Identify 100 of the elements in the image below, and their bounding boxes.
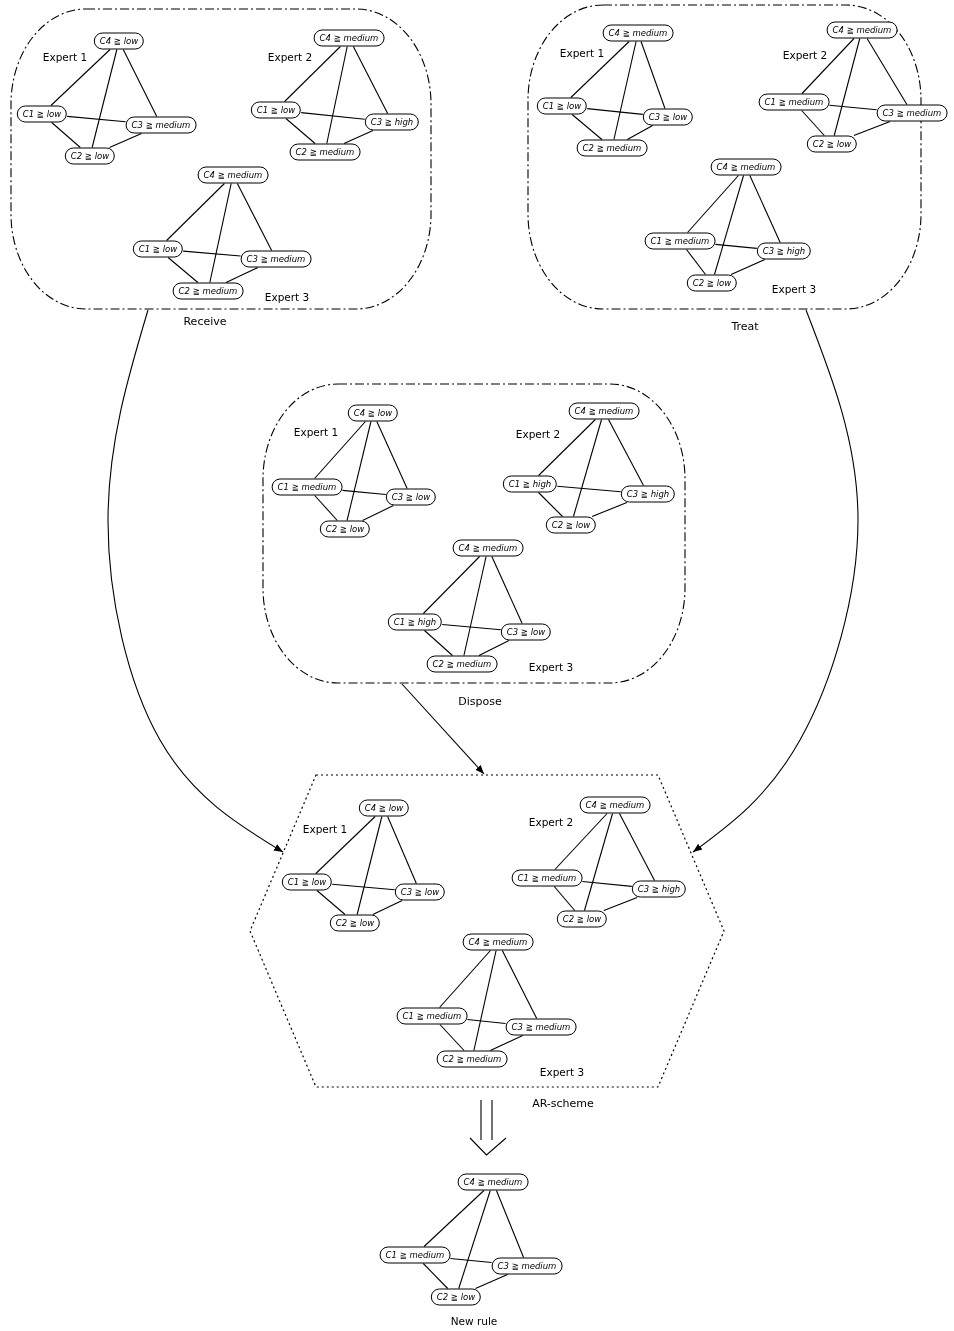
condition-node: C1 ≧ medium — [758, 93, 830, 111]
condition-node: C4 ≧ medium — [452, 539, 524, 557]
expert-label: Expert 2 — [515, 427, 561, 441]
connector-line — [66, 115, 127, 123]
connector-line — [572, 418, 603, 518]
arrow — [107, 309, 284, 853]
expert-label: Expert 1 — [42, 50, 88, 64]
connector-line — [108, 132, 143, 149]
connector-line — [236, 182, 273, 252]
connector-line — [537, 491, 564, 518]
condition-node: C4 ≧ low — [358, 799, 410, 817]
connector-line — [284, 45, 341, 103]
stage-label: Treat — [731, 320, 759, 334]
connector-line — [387, 815, 417, 885]
condition-node: C2 ≧ low — [686, 274, 738, 292]
connector-line — [225, 266, 259, 284]
connector-line — [730, 258, 766, 276]
connector-line — [209, 182, 232, 284]
connector-line — [466, 1019, 507, 1024]
connector-line — [714, 243, 758, 249]
connector-line — [326, 45, 348, 145]
connector-line — [346, 420, 372, 522]
condition-node: C1 ≧ medium — [511, 869, 583, 887]
condition-node: C3 ≧ low — [385, 488, 437, 506]
connector-line — [591, 501, 628, 518]
connector-line — [603, 896, 638, 912]
connector-line — [749, 174, 781, 244]
condition-node: C3 ≧ medium — [491, 1257, 563, 1275]
condition-node: C4 ≧ medium — [579, 796, 651, 814]
connector-line — [626, 124, 654, 141]
connector-line — [285, 117, 316, 145]
connector-line — [474, 1273, 509, 1290]
condition-node: C2 ≧ low — [545, 516, 597, 534]
connector-line — [583, 812, 614, 912]
connector-line — [478, 639, 510, 657]
connector-line — [687, 174, 739, 234]
condition-node: C4 ≧ medium — [602, 24, 674, 42]
condition-node: C2 ≧ low — [64, 147, 116, 165]
condition-node: C3 ≧ medium — [125, 116, 197, 134]
condition-node: C1 ≧ high — [502, 475, 558, 493]
expert-label: Expert 2 — [782, 48, 828, 62]
connector-line — [182, 250, 242, 257]
condition-node: C4 ≧ medium — [826, 21, 898, 39]
stage-label: Dispose — [458, 695, 502, 709]
connector-line — [122, 48, 158, 118]
connector-line — [581, 880, 633, 887]
condition-node: C3 ≧ medium — [876, 104, 948, 122]
condition-node: C3 ≧ low — [642, 108, 694, 126]
connector-line — [352, 45, 389, 115]
condition-node: C4 ≧ medium — [197, 166, 269, 184]
expert-label: Expert 3 — [771, 282, 817, 296]
connector-line — [586, 108, 644, 115]
expert-label: Expert 1 — [302, 822, 348, 836]
connector-line — [607, 418, 645, 487]
connector-line — [458, 1189, 491, 1290]
condition-node: C3 ≧ medium — [240, 250, 312, 268]
condition-node: C3 ≧ high — [756, 242, 812, 260]
condition-node: C4 ≧ medium — [462, 933, 534, 951]
expert-label: Expert 2 — [267, 50, 313, 64]
connector-line — [613, 40, 637, 141]
condition-node: C2 ≧ medium — [426, 655, 498, 673]
connector-line — [495, 1189, 525, 1259]
condition-node: C2 ≧ medium — [436, 1050, 508, 1068]
condition-node: C3 ≧ high — [620, 485, 676, 503]
condition-node: C3 ≧ medium — [505, 1018, 577, 1036]
connector-line — [422, 555, 481, 615]
condition-node: C2 ≧ low — [319, 520, 371, 538]
expert-label: Expert 3 — [539, 1065, 585, 1079]
connector-line — [553, 885, 576, 912]
connector-line — [372, 899, 403, 916]
condition-node: C3 ≧ high — [364, 113, 420, 131]
caption-label: New rule — [450, 1314, 498, 1328]
connector-line — [50, 48, 111, 107]
expert-label: Expert 1 — [293, 425, 339, 439]
connector-line — [361, 504, 395, 522]
condition-node: C2 ≧ medium — [172, 282, 244, 300]
connector-line — [685, 248, 707, 276]
connector-line — [439, 1023, 465, 1052]
connector-line — [556, 485, 622, 493]
connector-line — [489, 1034, 524, 1052]
condition-node: C1 ≧ low — [536, 97, 588, 115]
connector-line — [866, 37, 908, 106]
connector-line — [51, 121, 81, 149]
condition-node: C1 ≧ medium — [379, 1246, 451, 1264]
condition-node: C1 ≧ low — [132, 240, 184, 258]
connector-line — [314, 420, 366, 480]
condition-node: C1 ≧ medium — [271, 478, 343, 496]
condition-node: C4 ≧ medium — [710, 158, 782, 176]
connector-line — [828, 104, 878, 111]
arrow — [401, 683, 485, 775]
condition-node: C3 ≧ low — [394, 883, 446, 901]
connector-line — [801, 37, 855, 95]
expert-label: Expert 1 — [559, 46, 605, 60]
condition-node: C1 ≧ low — [281, 873, 333, 891]
connector-line — [376, 420, 408, 490]
expert-label: Expert 3 — [528, 660, 574, 674]
condition-node: C3 ≧ low — [500, 623, 552, 641]
condition-node: C1 ≧ high — [387, 613, 443, 631]
connector-line — [422, 1262, 449, 1290]
connector-line — [640, 40, 666, 110]
